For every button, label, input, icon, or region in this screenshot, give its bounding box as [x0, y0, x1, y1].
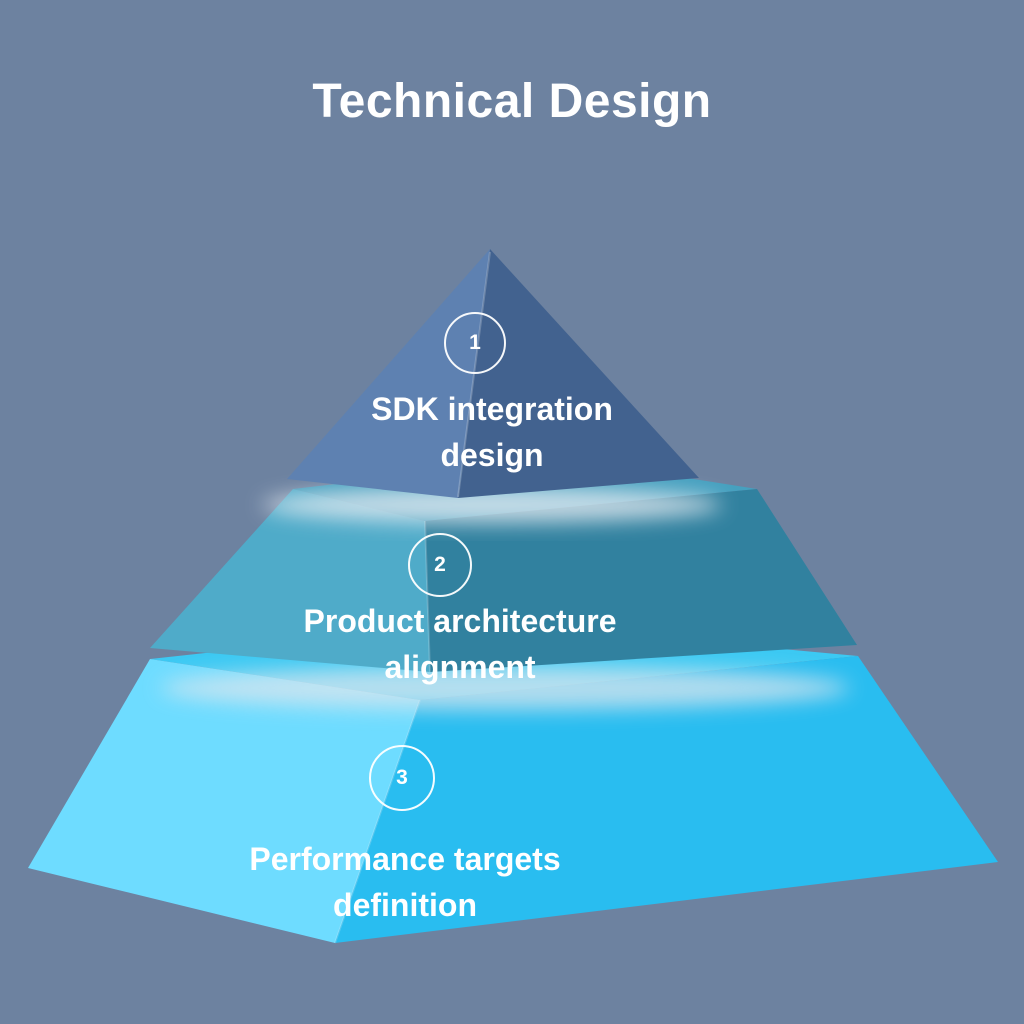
tier-1-right-face [458, 249, 699, 498]
tier-3-number: 3 [396, 766, 408, 789]
tier-3-right-face [335, 656, 998, 943]
tier-3-number-badge: 3 [369, 745, 435, 811]
tier-1-ridge [457, 251, 491, 498]
tier-3-label: Performance targets definition [249, 841, 561, 923]
tier-2-number-badge: 2 [408, 533, 472, 597]
tier-2-right-face [425, 489, 857, 672]
tier-3-ridge [334, 699, 421, 944]
tier-2-label: Product architecture alignment [303, 603, 617, 685]
tier-2-left-face [150, 489, 430, 672]
tier-2-drop-shadow [160, 666, 850, 710]
tier-1-number: 1 [469, 331, 481, 354]
tier-2-number: 2 [434, 553, 446, 576]
tier-1-number-badge: 1 [444, 312, 506, 374]
tier-1-drop-shadow [262, 487, 722, 523]
tier-3-left-face [28, 659, 420, 943]
tier-1-label: SDK integration design [371, 391, 613, 473]
page-title: Technical Design [312, 75, 712, 128]
tier-1-left-face [287, 249, 490, 498]
